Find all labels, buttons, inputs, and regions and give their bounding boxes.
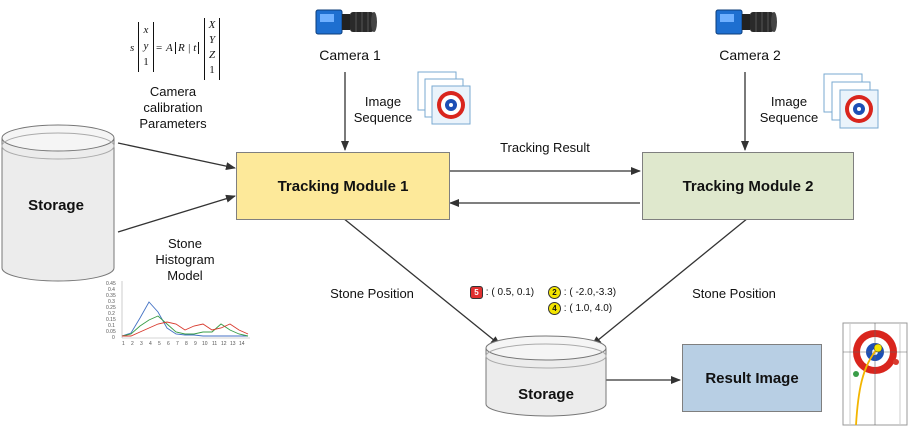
svg-text:6: 6 [167, 341, 170, 347]
storage-left-cylinder [1, 124, 115, 282]
stone-badge: 5 [470, 286, 483, 299]
storage-bottom-label: Storage [518, 386, 574, 403]
camera-1-label: Camera 1 [319, 47, 381, 63]
svg-text:0.4: 0.4 [108, 287, 115, 293]
arrow-tracking1-to-storage [342, 217, 501, 346]
svg-text:0.3: 0.3 [108, 299, 115, 305]
tracking-module-1-label: Tracking Module 1 [277, 177, 409, 195]
rhs-vector: X Y Z 1 [204, 18, 220, 80]
image-sequence-2-label: Image Sequence [759, 94, 819, 125]
tracking-result-label: Tracking Result [500, 140, 590, 155]
stone-coord-row: 4 : ( 1.0, 4.0) [548, 302, 612, 315]
lhs-vector: x y 1 [138, 22, 154, 72]
svg-text:3: 3 [140, 341, 143, 347]
svg-text:14: 14 [239, 341, 245, 347]
stone-coord-row: 5 : ( 0.5, 0.1) [470, 286, 534, 299]
svg-text:2: 2 [131, 341, 134, 347]
svg-text:1: 1 [122, 341, 125, 347]
result-image-box: Result Image [682, 344, 822, 412]
svg-text:5: 5 [158, 341, 161, 347]
svg-text:0.2: 0.2 [108, 311, 115, 317]
tracking-module-2: Tracking Module 2 [642, 152, 854, 220]
stone-position-left-label: Stone Position [330, 286, 414, 301]
image-sequence-icon [823, 73, 879, 129]
stone-histogram-label: Stone Histogram Model [155, 236, 215, 283]
svg-text:10: 10 [202, 341, 208, 347]
svg-text:12: 12 [221, 341, 227, 347]
histogram-chart-icon: 0.45 0.4 0.35 0.3 0.25 0.2 0.15 0.1 0.05… [106, 281, 250, 347]
svg-text:11: 11 [212, 341, 217, 347]
svg-text:0.45: 0.45 [106, 281, 116, 287]
svg-text:0.15: 0.15 [106, 317, 116, 323]
image-sequence-icon [417, 71, 471, 125]
image-sequence-1-label: Image Sequence [353, 94, 413, 125]
stone-position-right-label: Stone Position [692, 286, 776, 301]
svg-text:0.1: 0.1 [108, 323, 115, 329]
svg-text:7: 7 [176, 341, 179, 347]
result-image-label: Result Image [705, 369, 799, 387]
svg-text:0.35: 0.35 [106, 293, 116, 299]
stone-coord-row: 2 : ( -2.0,-3.3) [548, 286, 616, 299]
storage-left-label: Storage [28, 197, 84, 214]
tracking-module-1: Tracking Module 1 [236, 152, 450, 220]
arrow-storage-to-tracking1 [117, 142, 236, 171]
camera-icon [715, 9, 777, 35]
camera-2-label: Camera 2 [719, 47, 781, 63]
svg-text:0.25: 0.25 [106, 305, 116, 311]
svg-text:13: 13 [230, 341, 236, 347]
storage-bottom-cylinder [485, 335, 607, 417]
arrow-tracking2-to-storage [591, 217, 749, 346]
svg-text:9: 9 [194, 341, 197, 347]
svg-text:0: 0 [112, 335, 115, 341]
calibration-label: Camera calibration Parameters [139, 84, 207, 131]
stone-badge: 2 [548, 286, 561, 299]
svg-text:0.05: 0.05 [106, 329, 116, 335]
stone-badge: 4 [548, 302, 561, 315]
tracking-module-2-label: Tracking Module 2 [682, 177, 814, 195]
arrow-histogram-to-tracking1 [117, 194, 236, 233]
svg-text:4: 4 [149, 341, 152, 347]
curling-result-icon [842, 322, 908, 426]
calibration-formula: s x y 1 = A R | t X Y Z 1 [128, 18, 228, 82]
camera-icon [315, 9, 377, 35]
svg-text:8: 8 [185, 341, 188, 347]
